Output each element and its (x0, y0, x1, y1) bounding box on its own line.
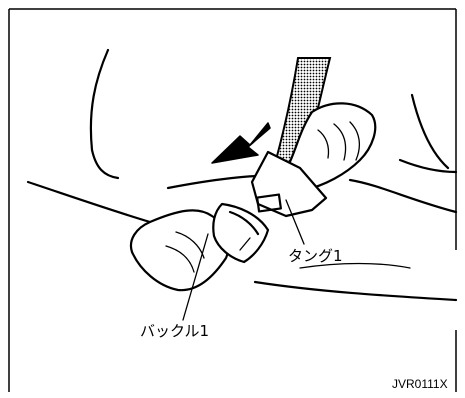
right-hand (286, 102, 377, 192)
buckle-leader-line (182, 233, 209, 321)
tongue-label: タング1 (288, 247, 343, 265)
figure-frame (8, 8, 457, 392)
figure-code: JVR0111X (392, 377, 448, 391)
left-hand (129, 209, 230, 292)
insert-direction-arrow (211, 122, 271, 164)
buckle-label: バックル1 (140, 322, 209, 340)
tongue-leader-line (285, 199, 305, 245)
tongue-plate (250, 150, 328, 218)
buckle (212, 202, 270, 264)
